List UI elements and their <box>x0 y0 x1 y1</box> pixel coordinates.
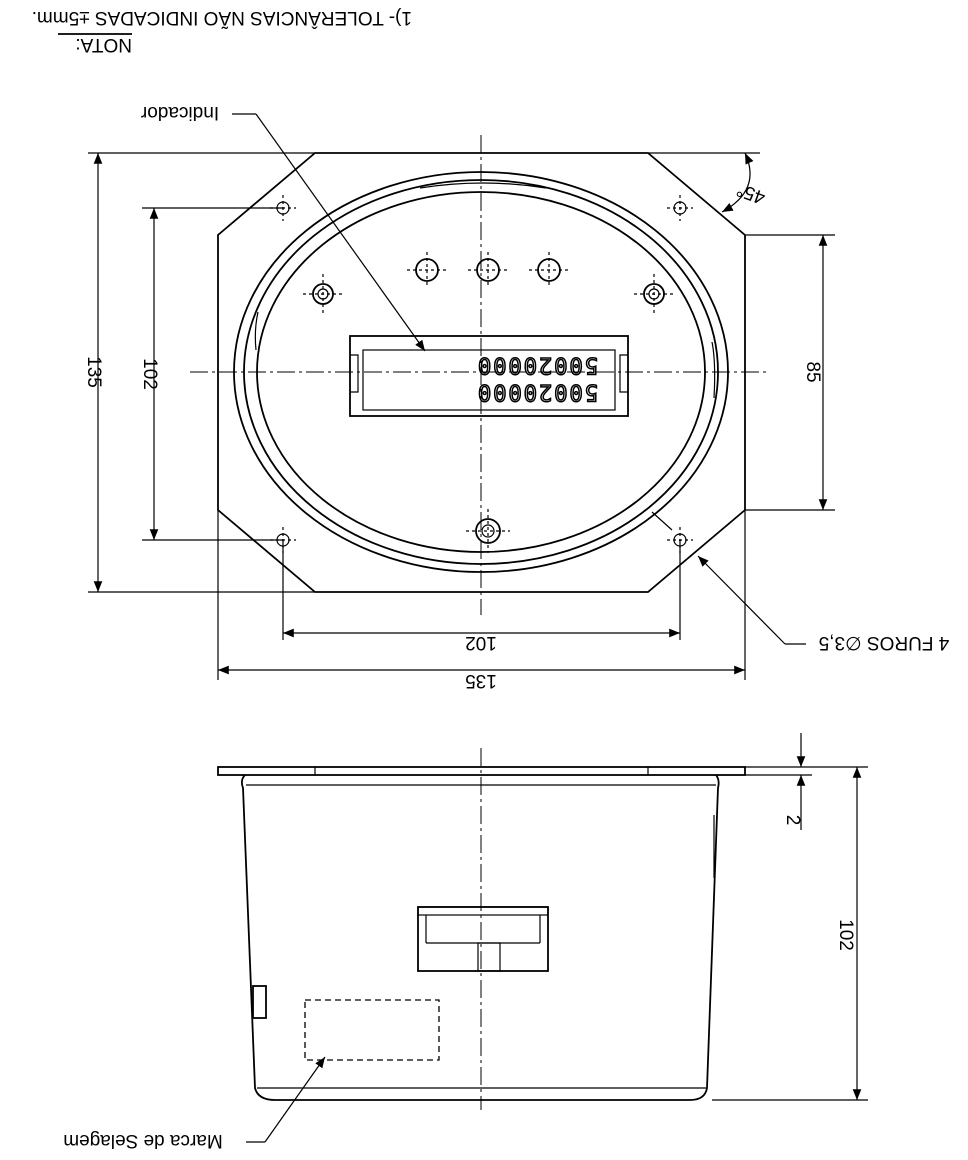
counter-row-1: 50020000 <box>476 379 598 404</box>
ring-tab-top <box>419 182 547 189</box>
top-view: 50020000 50020000 Indicador 4 FUROS ∅3,5 <box>83 102 949 691</box>
ring-tab-right <box>711 341 716 399</box>
holes-label: 4 FUROS ∅3,5 <box>819 632 950 653</box>
extension-lines <box>88 152 835 680</box>
dim-text-135-vertical: 135 <box>83 356 104 388</box>
indicator-label: Indicador <box>140 102 219 123</box>
terminal-block-body <box>417 906 549 972</box>
seal-mark-box <box>304 999 440 1061</box>
angle-arc <box>721 152 754 213</box>
indicator-outer-frame <box>349 335 629 417</box>
dim-text-2: 2 <box>782 815 803 826</box>
note-text: 1)- TOLERÂNCIAS NÃO INDICADAS ±5mm. <box>32 7 412 29</box>
dim-text-135-horizontal: 135 <box>465 670 497 691</box>
indicator-leader <box>255 113 426 352</box>
dim-text-85: 85 <box>802 361 823 382</box>
screw-icon <box>475 518 501 544</box>
meter-body <box>240 774 720 1101</box>
side-tab <box>252 985 267 1019</box>
ring-tab-left <box>254 311 259 351</box>
indicator-inner-frame <box>362 349 616 411</box>
seal-leader <box>264 1056 326 1143</box>
holes-leader <box>697 555 786 645</box>
ring-leader <box>651 511 673 531</box>
dim-text-102-horizontal: 102 <box>465 632 497 653</box>
note-block: NOTA: 1)- TOLERÂNCIAS NÃO INDICADAS ±5mm… <box>32 7 412 55</box>
indicator-clips <box>350 354 628 393</box>
dim-text-102-vertical: 102 <box>139 358 160 390</box>
octagon-body <box>217 152 746 593</box>
counter-row-2: 50020000 <box>476 352 598 377</box>
terminal-crosshairs <box>407 252 569 288</box>
note-title: NOTA: <box>75 34 132 55</box>
dim-text-angle: 45° <box>734 178 768 208</box>
indicator-window: 50020000 50020000 <box>349 335 629 417</box>
screw-crosshairs <box>303 274 674 553</box>
screws <box>303 274 674 553</box>
flange <box>217 766 746 776</box>
terminals <box>407 252 569 288</box>
terminal-block <box>417 906 549 972</box>
seal-mark-label: Marca de Selagem <box>63 1130 222 1151</box>
dim-text-side-102: 102 <box>835 919 856 951</box>
side-view: Marca de Selagem 2 102 <box>63 733 868 1151</box>
